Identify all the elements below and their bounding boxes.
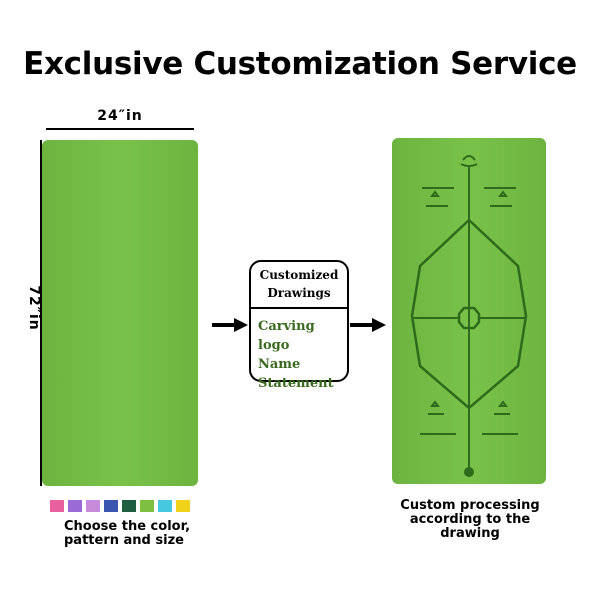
box-item-name: Name [258, 357, 301, 372]
arrow-right-icon [212, 318, 248, 332]
processing-caption-line1: Custom processing [400, 498, 540, 513]
box-items: Carving logo Name Statement [251, 309, 347, 393]
customized-yoga-mat [392, 138, 546, 484]
color-swatch[interactable] [86, 500, 100, 512]
color-swatch[interactable] [104, 500, 118, 512]
choose-caption-line2: pattern and size [64, 533, 184, 548]
width-dimension: 24″in [46, 108, 194, 132]
box-item-carving-logo: Carving logo [258, 319, 315, 353]
box-heading: Customized Drawings [251, 262, 347, 309]
processing-caption: Custom processing according to the drawi… [380, 499, 560, 541]
box-heading-line1: Customized [259, 268, 339, 282]
customized-drawings-box: Customized Drawings Carving logo Name St… [249, 260, 349, 391]
alignment-pattern-icon [410, 155, 528, 477]
processing-caption-line2: according to the drawing [409, 512, 531, 541]
color-swatches [50, 500, 190, 512]
arrow-right-icon [350, 318, 386, 332]
width-line [46, 128, 194, 130]
choose-caption-line1: Choose the color, [64, 519, 191, 534]
color-swatch[interactable] [68, 500, 82, 512]
box-heading-line2: Drawings [267, 286, 331, 300]
box-item-statement: Statement [258, 376, 334, 391]
plain-yoga-mat [42, 140, 198, 486]
color-swatch[interactable] [140, 500, 154, 512]
length-label: 72″in [26, 285, 42, 331]
color-swatch[interactable] [176, 500, 190, 512]
color-swatch[interactable] [122, 500, 136, 512]
width-label: 24″in [97, 108, 143, 124]
length-dimension: 72″in [26, 140, 46, 486]
length-line [40, 140, 42, 486]
color-swatch[interactable] [158, 500, 172, 512]
page-title: Exclusive Customization Service [23, 46, 577, 82]
choose-caption: Choose the color, pattern and size [50, 520, 214, 548]
color-swatch[interactable] [50, 500, 64, 512]
